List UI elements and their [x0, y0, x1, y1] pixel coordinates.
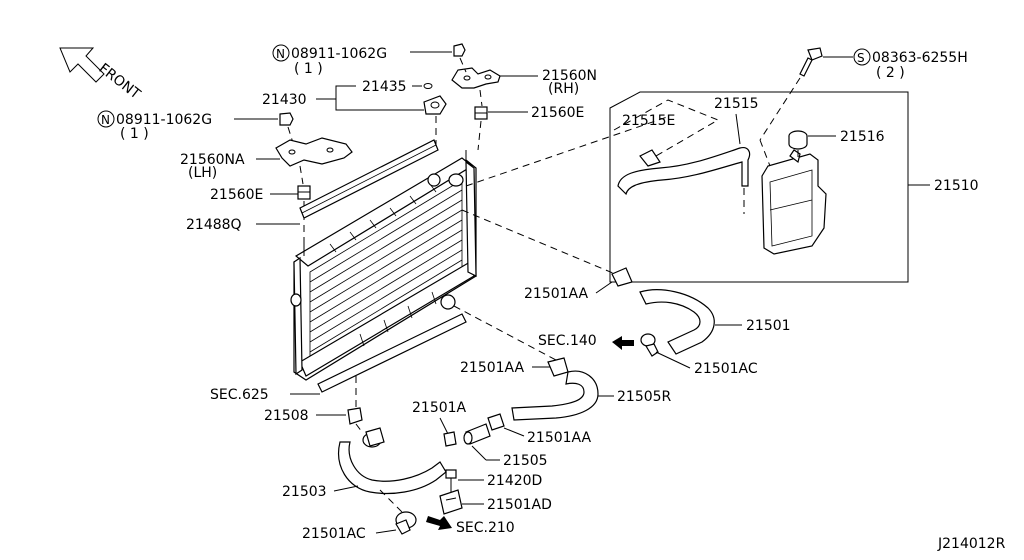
drawing-id: J214012R — [937, 536, 1006, 552]
label-21501aa-2: 21501AA — [460, 360, 525, 376]
label-21508: 21508 — [264, 408, 309, 424]
front-label: FRONT — [96, 61, 144, 103]
label-21501ad: 21501AD — [487, 497, 552, 513]
label-21488q: 21488Q — [186, 217, 242, 233]
nut-left-qty: ( 1 ) — [120, 126, 149, 142]
bolt-icon — [799, 47, 823, 77]
reservoir-tank-icon — [761, 149, 827, 255]
bolt-21420d-icon — [445, 469, 457, 494]
nut-symbol-left: N — [97, 110, 115, 128]
bolt-symbol: S — [853, 48, 871, 66]
clamp-21501ac-right-icon — [640, 333, 659, 357]
arrow-sec140-icon — [612, 336, 634, 350]
clamp-21501aa-lower-icon — [487, 413, 505, 431]
label-21560na-side: (LH) — [188, 165, 217, 181]
lower-hose-21505r-icon — [511, 357, 599, 421]
label-21501: 21501 — [746, 318, 791, 334]
label-21560n-side: (RH) — [548, 81, 579, 97]
label-21430: 21430 — [262, 92, 307, 108]
label-sec625: SEC.625 — [210, 387, 269, 403]
upper-hose-21501-icon — [611, 267, 715, 355]
overflow-hose-21515-icon — [617, 147, 751, 196]
clamp-21501ac-left-icon — [395, 511, 417, 535]
svg-text:N: N — [101, 113, 110, 127]
label-21435: 21435 — [362, 79, 407, 95]
bolt-qty: ( 2 ) — [876, 65, 905, 81]
nut-symbol-upper: N — [272, 44, 290, 62]
label-21515e: 21515E — [622, 113, 675, 129]
label-21505: 21505 — [503, 453, 548, 469]
label-21501aa-1: 21501AA — [524, 286, 589, 302]
reservoir-cap-21516-icon — [788, 130, 808, 150]
grommet-21560e-left-icon — [297, 185, 311, 200]
bolt-code: 08363-6255H — [872, 50, 968, 66]
label-21560e-left: 21560E — [210, 187, 263, 203]
clip-21501a-icon — [443, 431, 457, 447]
label-21503: 21503 — [282, 484, 327, 500]
front-arrow-icon — [59, 47, 105, 83]
label-21501aa-3: 21501AA — [527, 430, 592, 446]
drain-plug-21508-icon — [347, 407, 363, 425]
bracket-21560n-icon — [451, 67, 501, 89]
nut-upper-qty: ( 1 ) — [294, 61, 323, 77]
label-21515: 21515 — [714, 96, 759, 112]
grommet-21560e-right-icon — [474, 106, 488, 120]
label-21505r: 21505R — [617, 389, 672, 405]
label-21516: 21516 — [840, 129, 885, 145]
label-21560na: 21560NA — [180, 152, 245, 168]
clip-21435-icon — [423, 83, 433, 89]
nut-upper-code: 08911-1062G — [291, 46, 387, 62]
label-21501ac-left: 21501AC — [302, 526, 366, 542]
seal-21488q-icon — [299, 139, 439, 219]
hose-21503-icon — [338, 427, 447, 495]
svg-text:N: N — [276, 47, 285, 61]
label-21560e-right: 21560E — [531, 105, 584, 121]
label-21560n: 21560N — [542, 68, 597, 84]
nut-left-code: 08911-1062G — [116, 112, 212, 128]
label-21501ac-right: 21501AC — [694, 361, 758, 377]
bracket-21501ad-icon — [439, 489, 463, 515]
label-21510: 21510 — [934, 178, 979, 194]
pipe-21505-icon — [463, 423, 491, 445]
label-sec140: SEC.140 — [538, 333, 597, 349]
label-21420d: 21420D — [487, 473, 542, 489]
radiator-icon — [290, 150, 477, 381]
svg-text:S: S — [857, 51, 865, 65]
nut-left-icon — [279, 112, 294, 126]
reservoir-group-frame — [609, 91, 909, 283]
mount-21430-icon — [423, 95, 447, 115]
lower-seal-icon — [317, 313, 467, 393]
label-21501a: 21501A — [412, 400, 467, 416]
label-sec210: SEC.210 — [456, 520, 515, 536]
bracket-21560na-icon — [275, 137, 353, 167]
arrow-sec210-icon — [426, 516, 452, 530]
nut-upper-icon — [453, 43, 466, 57]
